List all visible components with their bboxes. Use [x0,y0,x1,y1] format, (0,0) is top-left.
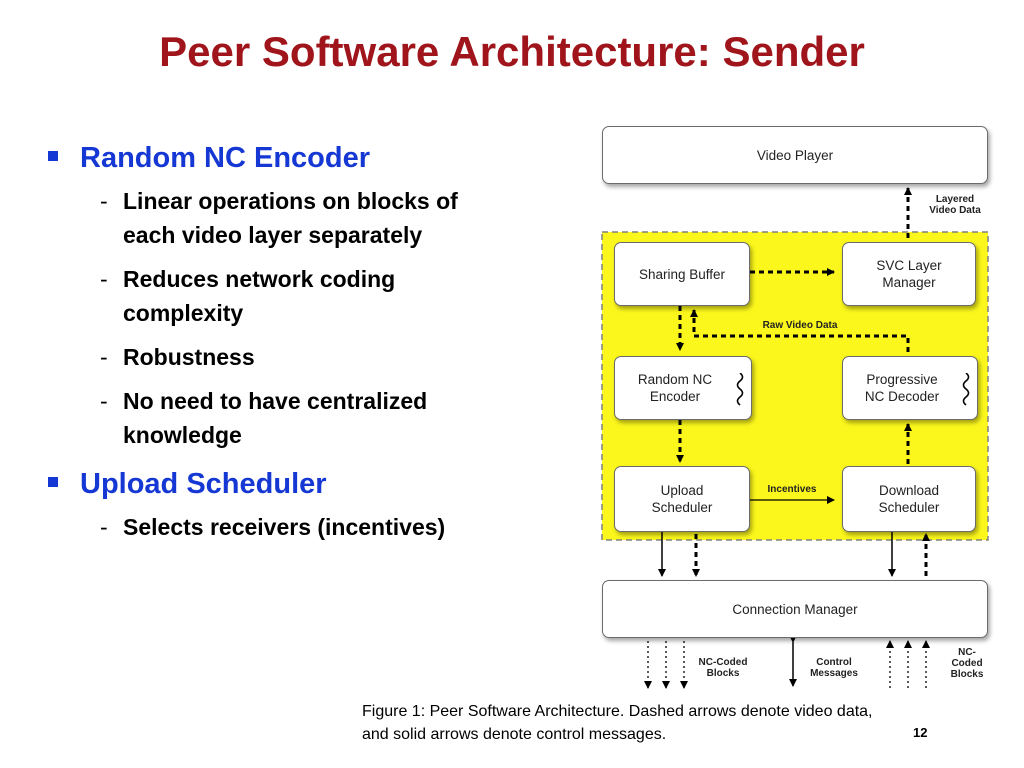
sub-bullet-reduces-complexity: - Reduces network coding complexity [100,266,396,326]
download-scheduler-box: Download Scheduler [842,466,976,532]
bullet-text: Random NC Encoder [80,142,371,174]
sub-bullet-line: Reduces network coding [123,266,396,292]
box-label: Connection Manager [732,601,858,617]
wavy-line-icon [962,373,970,406]
sub-bullet-line: complexity [123,300,244,326]
connection-manager-box: Connection Manager [602,580,988,638]
sub-bullet-line: Robustness [123,344,255,370]
box-label: SVC Layer Manager [876,258,942,290]
sharing-buffer-box: Sharing Buffer [614,242,750,306]
svc-layer-manager-box: SVC Layer Manager [842,242,976,306]
random-nc-encoder-box: Random NC Encoder [614,356,752,420]
progressive-nc-decoder-box: Progressive NC Decoder [842,356,978,420]
sub-bullet-list: - Linear operations on blocks of each vi… [48,184,548,452]
label-layered-video-data: Layered Video Data [929,194,981,216]
box-label: Video Player [756,147,834,163]
arrow-raw-video-data [690,309,910,352]
label-raw-video-data: Raw Video Data [762,320,838,331]
sub-bullet-linear-operations: - Linear operations on blocks of each vi… [100,188,458,248]
video-player-box: Video Player [602,126,988,184]
label-nc-coded-blocks-out: NC-Coded Blocks [698,657,748,679]
sub-bullet-no-centralized-knowledge: - No need to have centralized knowledge [100,388,428,448]
bullet-group-upload-scheduler: Upload Scheduler - Selects receivers (in… [48,466,548,544]
label-incentives: Incentives [767,484,817,495]
box-label: Random NC Encoder [637,372,713,404]
bullet-text: Upload Scheduler [80,468,327,500]
sub-bullet-line: Linear operations on blocks of [123,188,458,214]
bullet-random-nc-encoder: Random NC Encoder [48,140,548,176]
bullet-marker [48,151,58,161]
slide-number: 12 [913,725,928,740]
slide-title: Peer Software Architecture: Sender [159,28,865,75]
figure-caption: Figure 1: Peer Software Architecture. Da… [362,703,873,743]
label-nc-coded-blocks-in: NC- Coded Blocks [950,647,984,680]
sub-bullet-selects-receivers: - Selects receivers (incentives) [100,514,446,540]
bullet-group-random-nc-encoder: Random NC Encoder - Linear operations on… [48,140,548,452]
label-control-messages: Control Messages [810,657,858,679]
sub-bullet-line: knowledge [123,422,242,448]
sub-bullet-line: Selects receivers (incentives) [123,514,446,540]
box-label: Sharing Buffer [638,266,726,282]
bullet-marker [48,477,58,487]
box-label: Download Scheduler [878,483,940,515]
bullet-list: Random NC Encoder - Linear operations on… [48,140,548,558]
wavy-line-icon [736,373,744,406]
box-label: Upload Scheduler [651,483,713,515]
bullet-upload-scheduler: Upload Scheduler [48,466,548,502]
sub-bullet-list: - Selects receivers (incentives) [48,510,548,544]
sub-bullet-line: No need to have centralized [123,388,428,414]
sub-bullet-line: each video layer separately [123,222,423,248]
upload-scheduler-box: Upload Scheduler [614,466,750,532]
box-label: Progressive NC Decoder [864,372,940,404]
sub-bullet-robustness: - Robustness [100,344,255,370]
